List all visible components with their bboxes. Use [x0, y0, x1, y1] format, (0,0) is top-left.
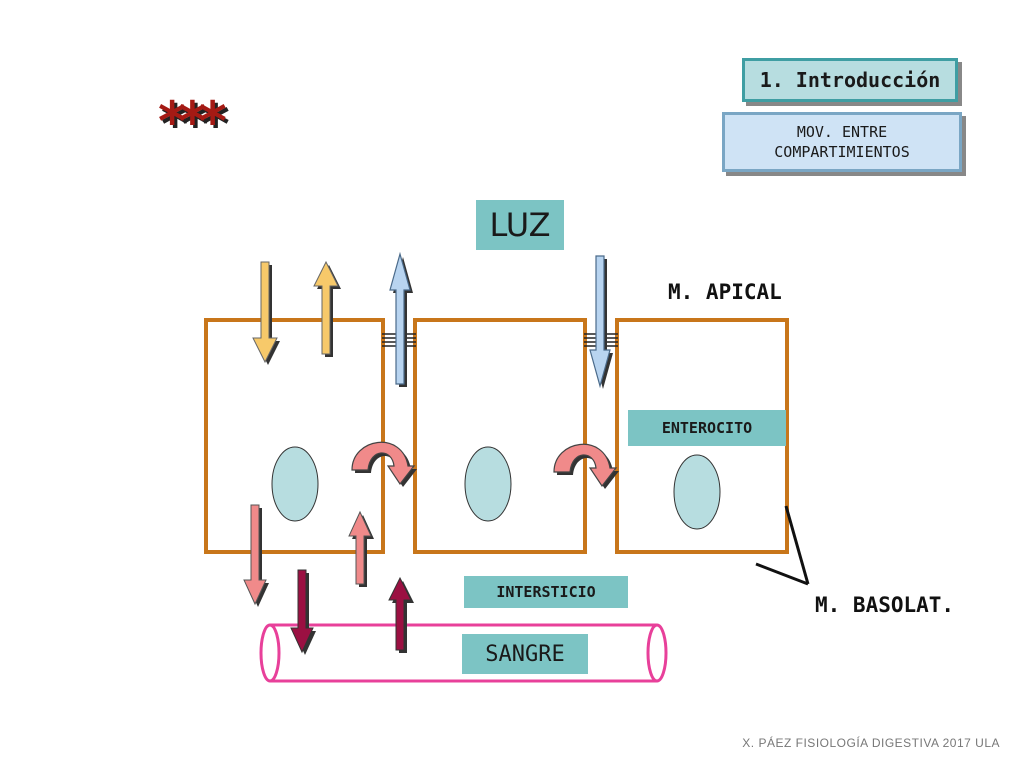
cell-2	[413, 318, 587, 554]
nucleus-2	[464, 446, 512, 522]
pink-down-arrow	[243, 504, 269, 607]
maroon-down-arrow	[290, 569, 316, 655]
blood-label: SANGRE	[462, 634, 588, 674]
pink-up-arrow	[348, 510, 374, 587]
nucleus-3	[673, 454, 721, 530]
enterocyte-label: ENTEROCITO	[628, 410, 786, 446]
blue-up-arrow	[389, 251, 413, 387]
apical-membrane-label: M. APICAL	[668, 280, 782, 304]
nucleus-1	[271, 446, 319, 522]
lumen-label: LUZ	[476, 200, 564, 250]
basolateral-pointer	[755, 505, 810, 586]
yellow-up-arrow	[313, 260, 341, 357]
emphasis-stars: ***	[158, 90, 227, 153]
interstitium-label: INTERSTICIO	[464, 576, 628, 608]
blood-vessel	[259, 623, 668, 683]
blue-down-arrow	[589, 255, 613, 389]
footer-credit: X. PÁEZ FISIOLOGÍA DIGESTIVA 2017 ULA	[742, 736, 1000, 750]
section-title-badge: 1. Introducción	[742, 58, 958, 102]
basolateral-membrane-label: M. BASOLAT.	[815, 593, 955, 617]
subtopic-badge: MOV. ENTRE COMPARTIMIENTOS	[722, 112, 962, 172]
curved-arrow-1	[351, 441, 417, 487]
yellow-down-arrow	[252, 261, 280, 365]
maroon-up-arrow	[388, 576, 414, 653]
curved-arrow-2	[553, 443, 619, 489]
